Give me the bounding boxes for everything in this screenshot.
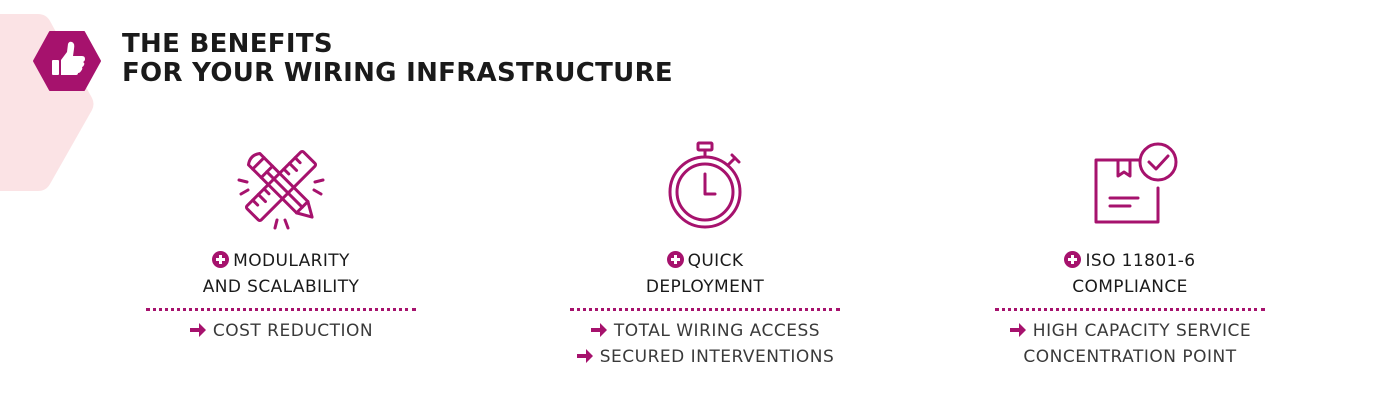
page-title: THE BENEFITS FOR YOUR WIRING INFRASTRUCT…	[122, 30, 673, 88]
arrow-right-icon	[1009, 323, 1026, 337]
ruler-pencil-icon	[237, 149, 325, 230]
benefit-point: COST REDUCTION	[131, 318, 431, 344]
benefit-heading-text: QUICK	[687, 251, 744, 271]
arrow-right-icon	[576, 349, 593, 363]
benefit-heading-line-2: COMPLIANCE	[1072, 277, 1188, 297]
benefit-heading-line-1: QUICK	[555, 248, 855, 274]
dotted-divider	[146, 308, 416, 311]
benefit-points: TOTAL WIRING ACCESS SECURED INTERVENTION…	[555, 318, 855, 370]
benefit-point-text: SECURED INTERVENTIONS	[599, 347, 835, 367]
certified-box-icon	[1094, 142, 1178, 224]
benefit-point-text: COST REDUCTION	[212, 321, 374, 341]
benefit-point: CONCENTRATION POINT	[980, 344, 1280, 370]
benefit-points: COST REDUCTION	[131, 318, 431, 344]
benefit-heading-line-2: AND SCALABILITY	[202, 277, 360, 297]
benefit-point-text: HIGH CAPACITY SERVICE	[1032, 321, 1252, 341]
arrow-right-icon	[189, 323, 206, 337]
benefit-heading: QUICK DEPLOYMENT	[555, 248, 855, 300]
benefit-heading-line-1: ISO 11801-6	[980, 248, 1280, 274]
benefit-heading-text: MODULARITY	[233, 251, 350, 271]
dotted-divider	[570, 308, 840, 311]
page-title-line-2: FOR YOUR WIRING INFRASTRUCTURE	[122, 58, 673, 88]
benefit-point-text: TOTAL WIRING ACCESS	[613, 321, 821, 341]
benefit-heading-line-2: DEPLOYMENT	[645, 277, 765, 297]
thumbs-up-icon	[33, 31, 101, 91]
benefit-points: HIGH CAPACITY SERVICE CONCENTRATION POIN…	[980, 318, 1280, 370]
benefit-heading-text: ISO 11801-6	[1085, 251, 1196, 271]
benefit-heading: ISO 11801-6 COMPLIANCE	[980, 248, 1280, 300]
benefit-point: HIGH CAPACITY SERVICE	[980, 318, 1280, 344]
stopwatch-icon	[668, 141, 742, 229]
benefit-point: SECURED INTERVENTIONS	[555, 344, 855, 370]
benefit-heading: MODULARITY AND SCALABILITY	[131, 248, 431, 300]
benefit-point-text: CONCENTRATION POINT	[1023, 347, 1237, 367]
plus-circle-icon	[1064, 251, 1082, 268]
benefit-modularity: MODULARITY AND SCALABILITY COST REDUCTIO…	[131, 138, 431, 344]
benefit-iso-compliance: ISO 11801-6 COMPLIANCE HIGH CAPACITY SER…	[980, 138, 1280, 370]
benefit-quick-deployment: QUICK DEPLOYMENT TOTAL WIRING ACCESS SEC…	[555, 138, 855, 370]
benefit-point: TOTAL WIRING ACCESS	[555, 318, 855, 344]
benefit-heading-line-1: MODULARITY	[131, 248, 431, 274]
plus-circle-icon	[212, 251, 230, 268]
plus-circle-icon	[666, 251, 684, 268]
arrow-right-icon	[590, 323, 607, 337]
page-title-line-1: THE BENEFITS	[122, 29, 333, 59]
dotted-divider	[995, 308, 1265, 311]
